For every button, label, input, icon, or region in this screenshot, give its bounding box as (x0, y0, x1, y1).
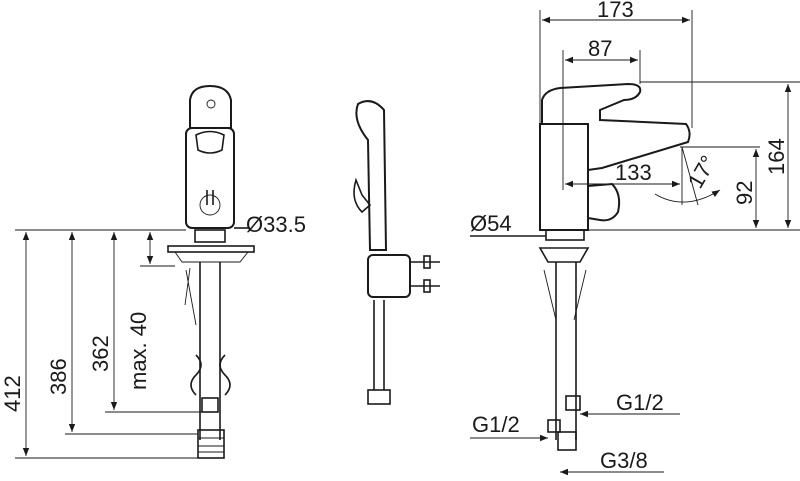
thread-left-label: G1/2 (472, 412, 520, 437)
front-diameter-label: Ø33.5 (246, 212, 306, 237)
hose-length-412: 412 (0, 375, 25, 412)
handle-offset-label: 87 (588, 36, 612, 61)
spout-height-label: 92 (732, 181, 757, 205)
hose-length-386: 386 (46, 358, 71, 395)
total-height-label: 164 (764, 138, 789, 175)
overall-length-label: 173 (597, 0, 634, 22)
thread-right-label: G1/2 (616, 390, 664, 415)
hose-length-362: 362 (88, 335, 113, 372)
spout-reach-label: 133 (615, 160, 652, 185)
side-diameter-label: Ø54 (470, 211, 512, 236)
side-shower-view (353, 100, 440, 405)
front-view: Ø33.5 412 386 362 max. 40 (0, 84, 306, 459)
side-view: 173 87 133 17° 92 164 Ø54 G1/2 G1/2 G3/8 (470, 0, 800, 476)
thread-bottom-label: G3/8 (600, 448, 648, 473)
max-deck-thickness: max. 40 (126, 312, 151, 390)
spout-angle-label: 17° (683, 151, 721, 192)
